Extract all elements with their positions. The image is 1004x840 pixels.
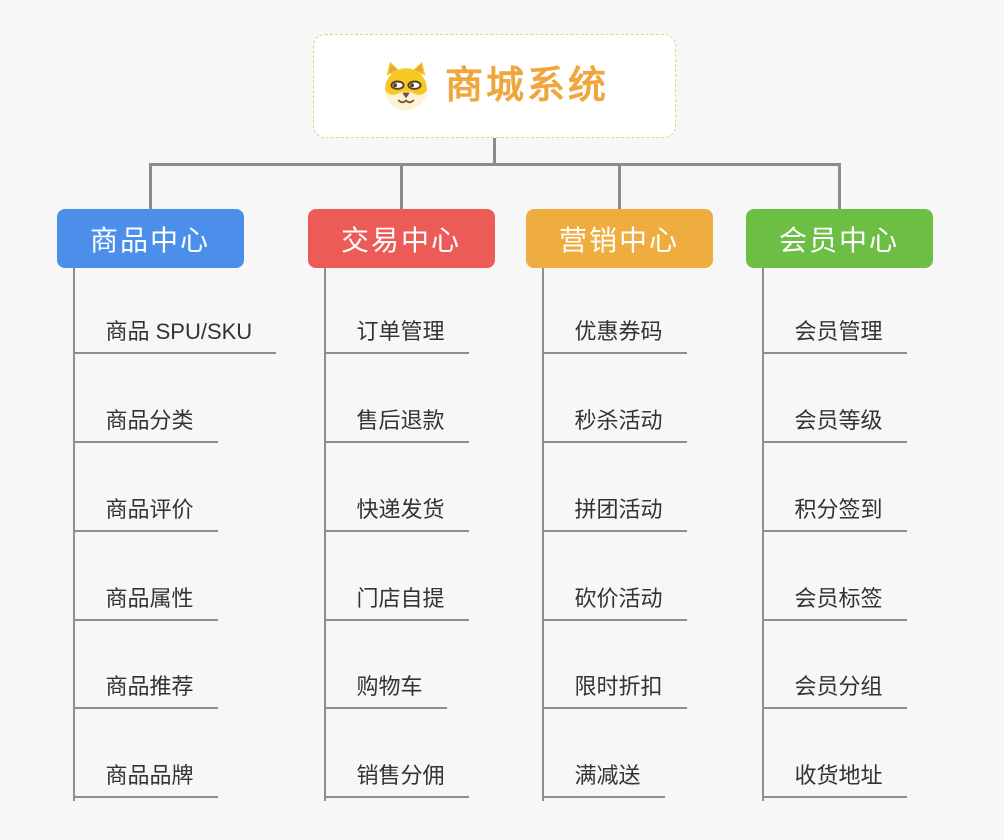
branch-trunk-line [761, 268, 764, 801]
leaf-label: 会员标签 [794, 586, 883, 611]
leaf-node[interactable]: 商品 SPU/SKU [72, 319, 277, 355]
leaf-node[interactable]: 商品推荐 [72, 674, 218, 710]
leaf-node[interactable]: 秒杀活动 [541, 408, 687, 444]
leaf-label: 秒杀活动 [574, 408, 663, 433]
leaf-node[interactable]: 商品分类 [72, 408, 218, 444]
connector-bus [148, 163, 841, 166]
leaf-node[interactable]: 积分签到 [761, 497, 907, 533]
branch-node-1[interactable]: 商品中心 [56, 209, 244, 268]
leaf-node[interactable]: 购物车 [323, 674, 447, 710]
leaf-label: 满减送 [574, 763, 641, 788]
leaf-label: 积分签到 [794, 497, 883, 522]
branch-trunk-line [72, 268, 75, 801]
leaf-node[interactable]: 门店自提 [323, 586, 469, 622]
leaf-label: 拼团活动 [574, 497, 663, 522]
root-title: 商城系统 [444, 65, 609, 107]
leaf-label: 商品 SPU/SKU [105, 319, 253, 344]
shiba-dog-icon [385, 61, 427, 111]
branch-node-3[interactable]: 营销中心 [525, 209, 713, 268]
leaf-label: 砍价活动 [574, 586, 663, 611]
branch-node-2[interactable]: 交易中心 [307, 209, 495, 268]
connector-drop-2 [399, 163, 403, 209]
leaf-label: 会员分组 [794, 674, 883, 699]
leaf-label: 快递发货 [356, 497, 445, 522]
leaf-node[interactable]: 砍价活动 [541, 586, 687, 622]
leaf-label: 会员等级 [794, 408, 883, 433]
leaf-node[interactable]: 订单管理 [323, 319, 469, 355]
leaf-node[interactable]: 限时折扣 [541, 674, 687, 710]
leaf-node[interactable]: 拼团活动 [541, 497, 687, 533]
leaf-node[interactable]: 快递发货 [323, 497, 469, 533]
leaf-node[interactable]: 商品属性 [72, 586, 218, 622]
leaf-label: 订单管理 [356, 319, 445, 344]
connector-drop-3 [617, 163, 621, 209]
leaf-node[interactable]: 会员分组 [761, 674, 907, 710]
connector-drop-4 [837, 163, 841, 209]
leaf-label: 商品推荐 [105, 674, 194, 699]
leaf-label: 商品评价 [105, 497, 194, 522]
leaf-node[interactable]: 销售分佣 [323, 763, 469, 799]
connector-root-stem [493, 138, 496, 166]
leaf-label: 售后退款 [356, 408, 445, 433]
leaf-node[interactable]: 商品评价 [72, 497, 218, 533]
leaf-node[interactable]: 商品品牌 [72, 763, 218, 799]
branch-trunk-line [323, 268, 326, 801]
leaf-node[interactable]: 优惠券码 [541, 319, 687, 355]
leaf-label: 销售分佣 [356, 763, 445, 788]
branch-trunk-line [541, 268, 544, 801]
leaf-label: 优惠券码 [574, 319, 663, 344]
leaf-label: 商品属性 [105, 586, 194, 611]
leaf-node[interactable]: 售后退款 [323, 408, 469, 444]
leaf-node[interactable]: 会员标签 [761, 586, 907, 622]
branch-node-4[interactable]: 会员中心 [745, 209, 933, 268]
root-node[interactable]: 商城系统 [313, 34, 676, 138]
leaf-label: 商品分类 [105, 408, 194, 433]
leaf-node[interactable]: 满减送 [541, 763, 665, 799]
leaf-label: 限时折扣 [574, 674, 663, 699]
leaf-label: 会员管理 [794, 319, 883, 344]
leaf-label: 收货地址 [794, 763, 883, 788]
leaf-node[interactable]: 收货地址 [761, 763, 907, 799]
leaf-label: 商品品牌 [105, 763, 194, 788]
leaf-node[interactable]: 会员等级 [761, 408, 907, 444]
connector-drop-1 [148, 163, 152, 209]
leaf-label: 购物车 [356, 674, 423, 699]
leaf-label: 门店自提 [356, 586, 445, 611]
leaf-node[interactable]: 会员管理 [761, 319, 907, 355]
